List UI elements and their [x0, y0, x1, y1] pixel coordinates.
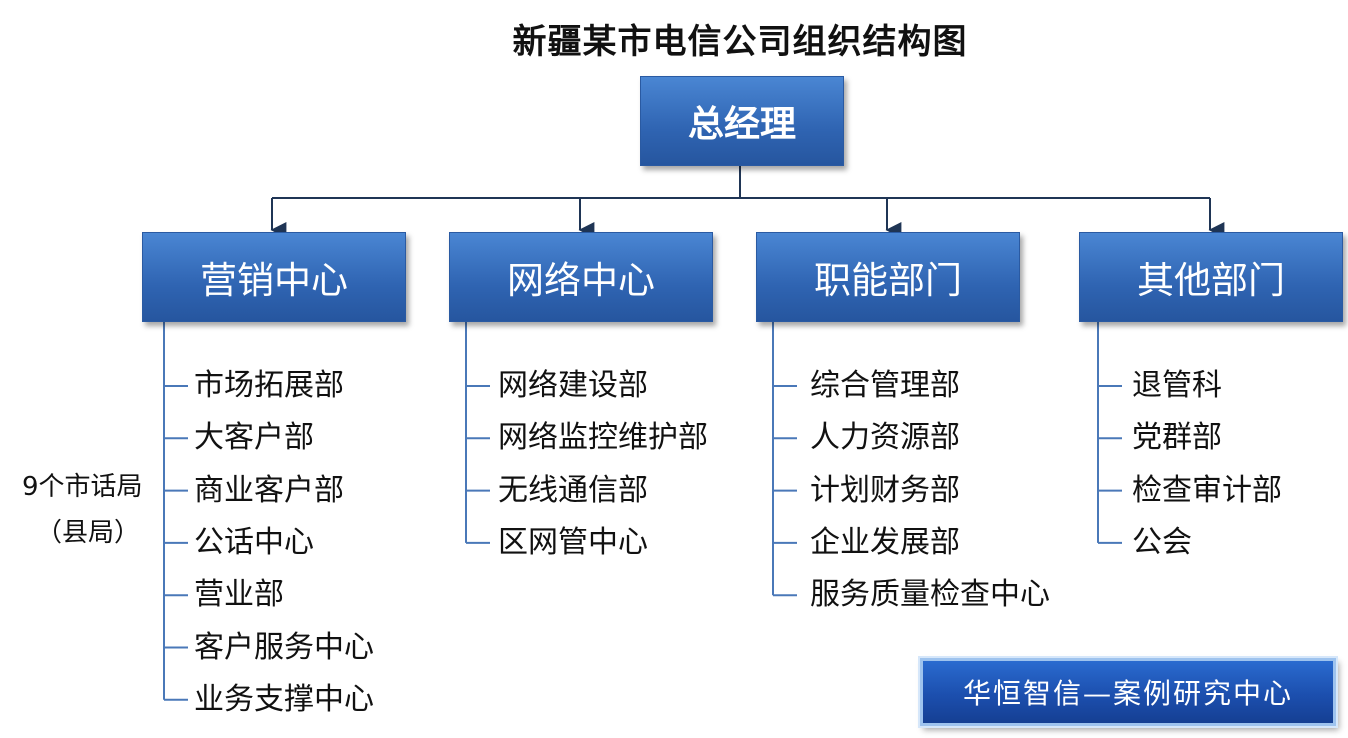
sub-department-item: 无线通信部 [498, 472, 648, 508]
sub-department-item: 人力资源部 [810, 420, 960, 456]
dept-box-network: 网络中心 [449, 232, 713, 322]
dept-box-functional: 职能部门 [756, 232, 1020, 322]
side-note-line2: （县局） [36, 518, 141, 548]
sub-department-item: 公话中心 [194, 524, 314, 560]
sub-department-item: 公会 [1132, 524, 1192, 560]
sub-department-item: 业务支撑中心 [194, 681, 374, 717]
sub-department-item: 计划财务部 [810, 472, 960, 508]
sub-department-item: 商业客户部 [194, 472, 344, 508]
sub-department-item: 网络建设部 [498, 368, 648, 403]
sub-department-item: 营业部 [194, 577, 284, 613]
sub-department-item: 综合管理部 [810, 368, 960, 403]
sub-department-item: 客户服务中心 [194, 629, 374, 665]
branch-lines [163, 322, 1122, 701]
sub-department-item: 企业发展部 [810, 524, 960, 560]
sub-department-item: 大客户部 [194, 420, 314, 456]
sub-department-item: 市场拓展部 [194, 368, 344, 403]
root-node-general-manager: 总经理 [640, 76, 844, 166]
watermark-badge: 华恒智信—案例研究中心 [920, 658, 1336, 726]
side-note-line1: 9个市话局 [22, 472, 143, 502]
sub-department-item: 区网管中心 [498, 524, 648, 560]
sub-department-item: 党群部 [1132, 420, 1222, 456]
page-title: 新疆某市电信公司组织结构图 [512, 22, 968, 62]
sub-department-item: 网络监控维护部 [498, 420, 708, 456]
dept-box-marketing: 营销中心 [142, 232, 406, 322]
sub-department-item: 服务质量检查中心 [810, 577, 1050, 613]
sub-department-item: 检查审计部 [1132, 472, 1282, 508]
sub-department-item: 退管科 [1132, 368, 1222, 403]
dept-box-other: 其他部门 [1079, 232, 1343, 322]
